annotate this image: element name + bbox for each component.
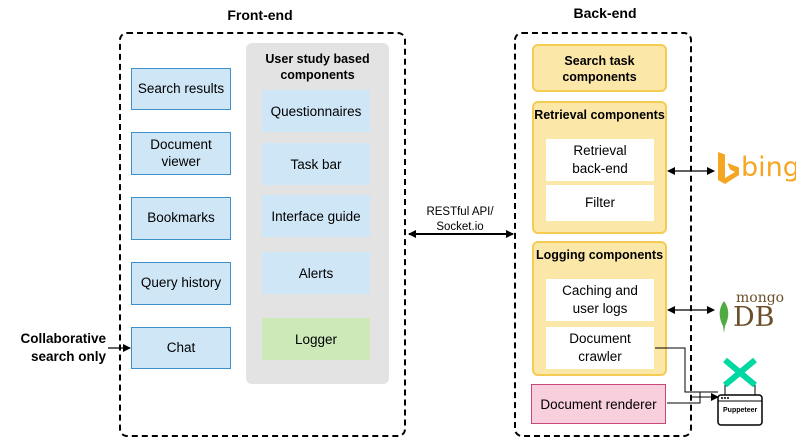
search-task-title: Search task components bbox=[562, 54, 637, 85]
collaborative-label: Collaborative search only bbox=[20, 331, 106, 364]
puppeteer-icon bbox=[717, 357, 763, 426]
search-task-box: Search task components bbox=[532, 44, 667, 92]
document-renderer-box: Document renderer bbox=[531, 384, 666, 424]
caching-box: Caching and user logs bbox=[546, 279, 654, 321]
document-viewer-box: Document viewer bbox=[131, 132, 231, 175]
query-history-box: Query history bbox=[131, 262, 231, 305]
questionnaires-box: Questionnaires bbox=[262, 90, 370, 132]
retrieval-title: Retrieval components bbox=[534, 108, 665, 122]
interface-guide-box: Interface guide bbox=[262, 195, 370, 237]
backend-container bbox=[514, 32, 692, 437]
frontend-title: Front-end bbox=[227, 7, 293, 23]
bing-label: bing bbox=[741, 152, 796, 183]
retrieval-backend-box: Retrieval back-end bbox=[546, 139, 654, 181]
bookmarks-box: Bookmarks bbox=[131, 197, 231, 240]
puppeteer-label: Puppeteer bbox=[723, 407, 758, 414]
renderer-puppeteer-line bbox=[667, 392, 701, 404]
filter-box: Filter bbox=[546, 185, 654, 221]
user-study-title: User study based components bbox=[265, 52, 370, 83]
mongo-leaf-icon bbox=[719, 301, 729, 333]
logger-box: Logger bbox=[262, 318, 370, 360]
api-label: RESTful API/ Socket.io bbox=[426, 206, 494, 233]
document-crawler-box: Document crawler bbox=[546, 327, 654, 369]
crawler-puppeteer-line bbox=[655, 347, 718, 393]
alerts-box: Alerts bbox=[262, 252, 370, 294]
backend-title: Back-end bbox=[573, 5, 637, 21]
logging-title: Logging components bbox=[535, 248, 664, 262]
search-results-box: Search results bbox=[131, 68, 231, 110]
chat-box: Chat bbox=[131, 327, 231, 369]
frontend-container bbox=[119, 32, 406, 437]
mongo-label-bottom: DB bbox=[733, 302, 775, 333]
bing-icon bbox=[718, 152, 739, 184]
task-bar-box: Task bar bbox=[262, 143, 370, 185]
mongo-label-top: mongo bbox=[736, 290, 785, 306]
